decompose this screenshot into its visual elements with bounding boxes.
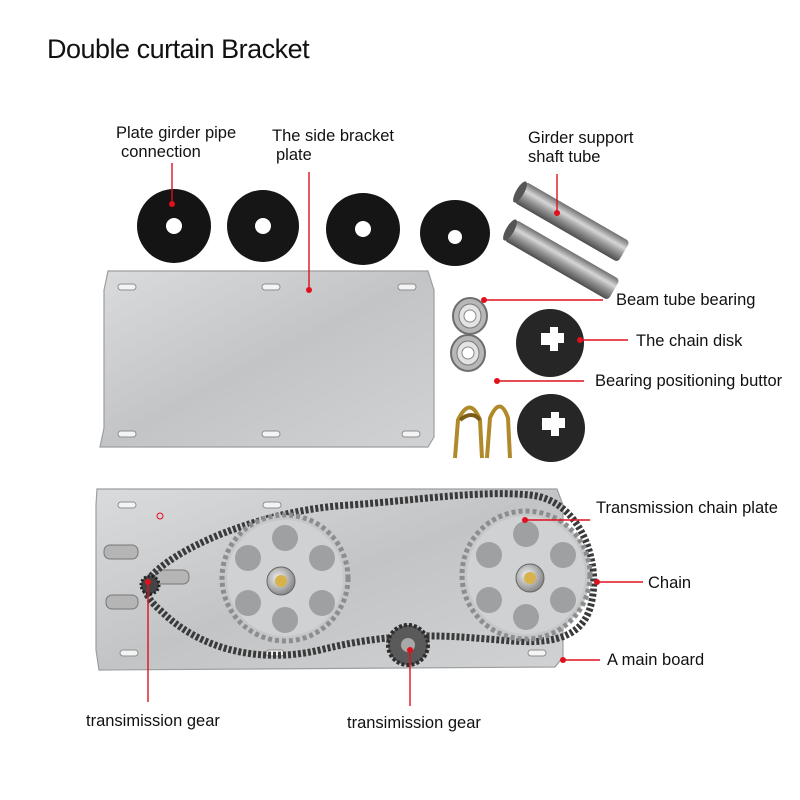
left-sprocket (219, 512, 351, 644)
label-chain-disk: The chain disk (636, 332, 743, 350)
small-sprockets (139, 574, 430, 667)
label-line: The side bracket (272, 127, 394, 145)
shaft-tubes (503, 181, 629, 299)
beam-tube-bearings (450, 297, 488, 372)
label-line: Girder support (528, 129, 634, 147)
label-line: Plate girder pipe (116, 124, 237, 142)
rubber-washers (137, 189, 490, 266)
pointer-lines (145, 163, 643, 706)
label-transmission-gear-center: transimission gear (347, 714, 481, 732)
label-side-bracket-plate: The side bracket plate (272, 127, 394, 165)
label-line: connection (121, 143, 201, 161)
label-beam-tube-bearing: Beam tube bearing (616, 291, 756, 309)
page-title: Double curtain Bracket (47, 34, 310, 64)
label-transmission-gear-left: transimission gear (86, 712, 220, 730)
chain-disks (516, 309, 585, 462)
label-girder-support-shaft-tube: Girder support shaft tube (528, 129, 633, 167)
label-bearing-positioning-button: Bearing positioning buttor (595, 372, 783, 390)
label-line: shaft tube (528, 148, 601, 166)
right-sprocket (459, 508, 593, 642)
side-bracket-plate (99, 270, 435, 448)
label-line: plate (276, 146, 312, 164)
positioning-buttons (453, 404, 512, 459)
label-transmission-chain-plate: Transmission chain plate (596, 499, 778, 517)
label-main-board: A main board (607, 651, 705, 669)
label-chain: Chain (648, 574, 692, 592)
label-plate-girder-pipe-connection: Plate girder pipe connection (116, 124, 236, 162)
